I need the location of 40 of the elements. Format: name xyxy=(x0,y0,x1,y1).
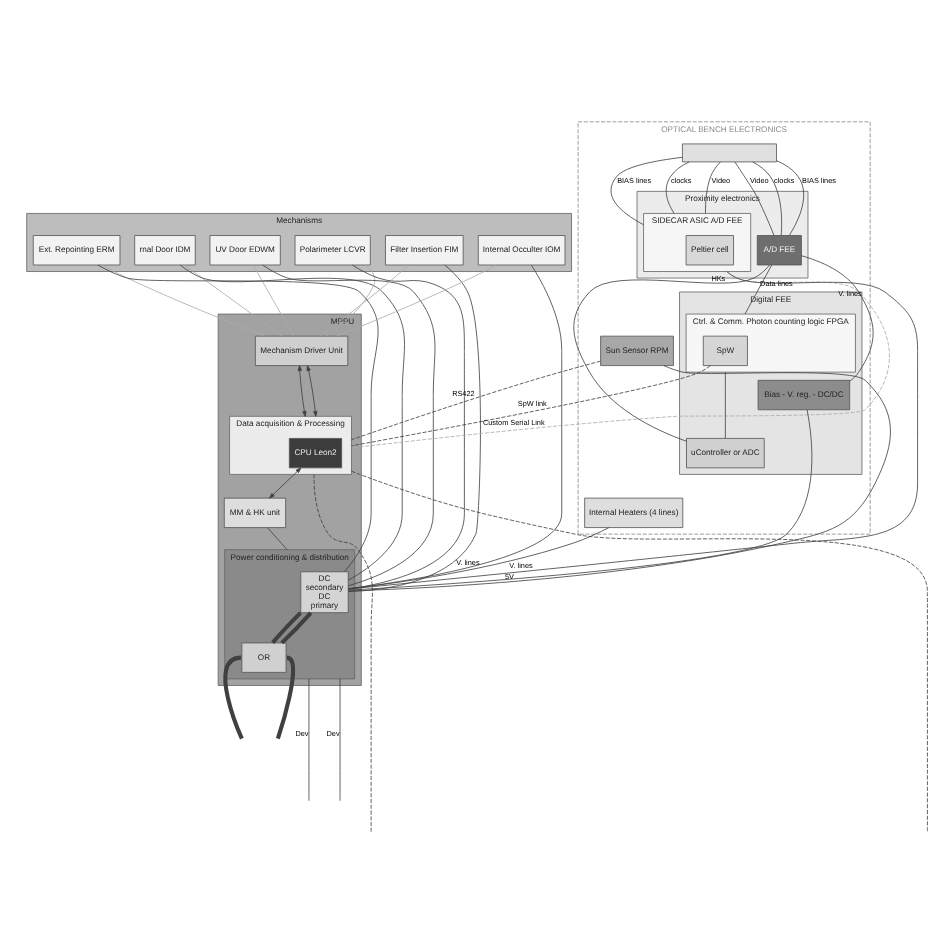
connector xyxy=(351,470,928,833)
connector xyxy=(252,264,294,337)
connector xyxy=(752,161,783,236)
connector xyxy=(313,474,373,833)
connector xyxy=(665,161,690,214)
connector xyxy=(724,371,726,439)
connector xyxy=(183,264,283,337)
connector xyxy=(308,678,310,802)
connector xyxy=(351,271,890,449)
connector xyxy=(267,527,288,551)
connector xyxy=(347,527,610,590)
connector xyxy=(339,678,341,802)
connector xyxy=(271,611,302,644)
connector xyxy=(573,264,770,442)
connector xyxy=(325,264,376,337)
connector xyxy=(275,655,296,740)
connector xyxy=(97,264,379,572)
connector xyxy=(734,161,775,236)
connector xyxy=(705,161,721,214)
connector xyxy=(347,365,891,592)
connector xyxy=(801,255,874,382)
connector xyxy=(336,264,497,337)
arrow xyxy=(297,365,307,417)
connector xyxy=(348,409,813,591)
connector xyxy=(179,264,405,581)
connector xyxy=(351,360,601,441)
connector xyxy=(776,160,805,236)
connector xyxy=(347,271,918,590)
node-box xyxy=(682,143,777,163)
connector xyxy=(101,264,266,337)
arrow xyxy=(269,467,302,499)
connector xyxy=(351,365,711,447)
connector xyxy=(280,611,313,645)
connector xyxy=(262,264,436,587)
arrow xyxy=(306,365,318,417)
connector xyxy=(320,264,410,337)
connector xyxy=(610,156,683,226)
connector xyxy=(223,655,244,740)
connector xyxy=(347,264,563,590)
connector xyxy=(744,264,773,315)
